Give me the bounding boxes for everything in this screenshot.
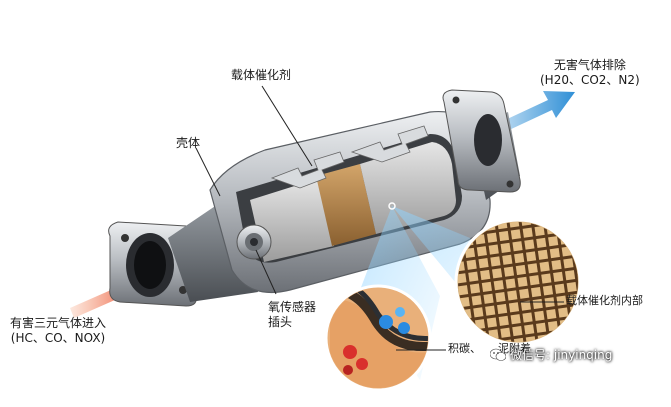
catalyst-core-right xyxy=(360,142,456,234)
label-oxygen-sensor-line1: 氧传感器 xyxy=(268,300,317,314)
pollutant-molecule-blue xyxy=(379,315,393,329)
mounting-bracket xyxy=(270,151,345,189)
wechat-icon xyxy=(490,348,506,361)
pollutant-molecule-red xyxy=(343,365,353,375)
label-harmless-gas: 无害气体排除 (H20、CO2、N2) xyxy=(540,58,640,88)
label-harmless-gas-line1: 无害气体排除 xyxy=(553,58,626,72)
inlet-flange xyxy=(108,221,197,307)
pollutant-molecule-red xyxy=(356,358,368,370)
leader-line-sensor xyxy=(255,249,277,295)
watermark: 微信号: jinyinqing xyxy=(490,346,612,363)
outlet-flange xyxy=(442,89,521,193)
label-sludge: 泥附着 xyxy=(498,342,531,355)
oxygen-sensor-port xyxy=(236,224,272,260)
pollutant-molecule-blue xyxy=(395,307,405,317)
label-catalyst-carrier: 载体催化剂 xyxy=(231,68,292,82)
label-harmful-gas: 有害三元气体进入 (HC、CO、NOX) xyxy=(10,316,106,346)
label-shell: 壳体 xyxy=(176,136,201,150)
catalyst-band xyxy=(316,164,376,246)
leader-line-shell xyxy=(195,147,221,197)
label-harmful-gas-line2: (HC、CO、NOX) xyxy=(10,331,106,345)
focus-point xyxy=(388,202,396,210)
label-carbon-deposit: 积碳、 xyxy=(448,342,481,355)
pollutant-molecule-red xyxy=(343,345,357,359)
deposit-inset xyxy=(324,284,432,392)
mounting-bracket xyxy=(350,125,429,163)
leader-line-catalyst xyxy=(261,85,313,167)
label-oxygen-sensor-line2: 插头 xyxy=(268,315,293,329)
label-harmful-gas-line1: 有害三元气体进入 xyxy=(10,316,107,330)
label-oxygen-sensor: 氧传感器 插头 xyxy=(268,300,316,330)
label-harmless-gas-line2: (H20、CO2、N2) xyxy=(540,73,640,87)
honeycomb-inset xyxy=(454,218,582,346)
pollutant-molecule-blue xyxy=(398,322,410,334)
label-carrier-interior: 载体催化剂内部 xyxy=(566,294,643,307)
watermark-text: 微信号: jinyinqing xyxy=(510,348,613,362)
